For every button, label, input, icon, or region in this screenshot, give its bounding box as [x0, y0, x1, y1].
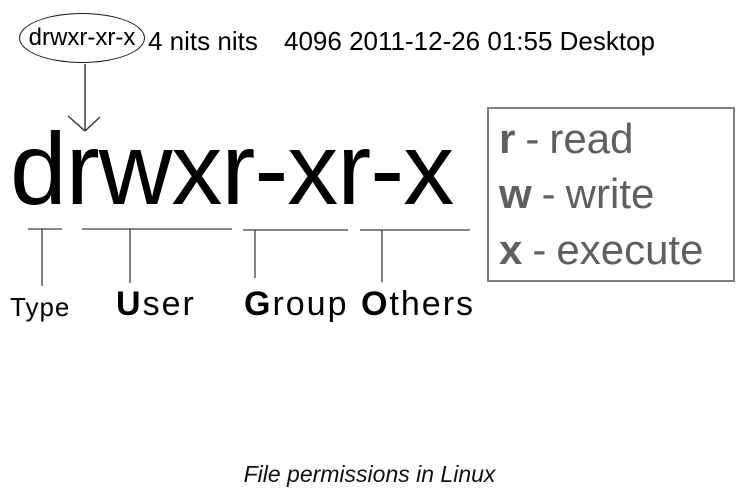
- legend-separator: -: [525, 114, 540, 162]
- legend-item-execute: x - execute: [499, 229, 723, 271]
- legend-word-read: read: [549, 114, 634, 162]
- label-group-initial: G: [244, 285, 273, 323]
- label-group-rest: roup: [272, 285, 349, 323]
- label-others: Others: [361, 287, 475, 321]
- label-user-rest: ser: [142, 285, 196, 323]
- label-group: Group: [244, 287, 349, 321]
- label-others-initial: O: [361, 285, 390, 323]
- bracket-others: [360, 229, 470, 282]
- caption: File permissions in Linux: [243, 461, 496, 487]
- terminal-permissions-text: drwxr-xr-x: [28, 24, 136, 51]
- legend-separator: -: [541, 170, 556, 218]
- bracket-type: [28, 228, 62, 286]
- bracket-lines: [28, 228, 470, 286]
- label-others-rest: thers: [389, 285, 476, 323]
- legend-word-execute: execute: [556, 226, 704, 274]
- label-type: Type: [10, 292, 71, 322]
- label-user: User: [116, 287, 196, 321]
- terminal-size-date-filename: 4096 2011-12-26 01:55 Desktop: [284, 26, 656, 56]
- terminal-links-owner-group: 4 nits nits: [148, 26, 258, 56]
- label-user-initial: U: [116, 285, 143, 323]
- legend-box: r - read w - write x - execute: [487, 107, 735, 282]
- legend-item-read: r - read: [499, 114, 723, 162]
- bracket-user: [82, 228, 232, 283]
- permission-string-large: drwxr-xr-x: [10, 112, 454, 226]
- legend-letter-r: r: [499, 114, 516, 162]
- legend-separator: -: [532, 226, 547, 274]
- arrow-down-icon: [67, 64, 101, 132]
- legend-letter-w: w: [499, 170, 532, 218]
- permissions-ellipse-highlight: drwxr-xr-x: [19, 13, 145, 63]
- legend-letter-x: x: [499, 226, 523, 274]
- legend-word-write: write: [565, 170, 655, 218]
- legend-item-write: w - write: [499, 173, 723, 215]
- bracket-group: [243, 229, 348, 278]
